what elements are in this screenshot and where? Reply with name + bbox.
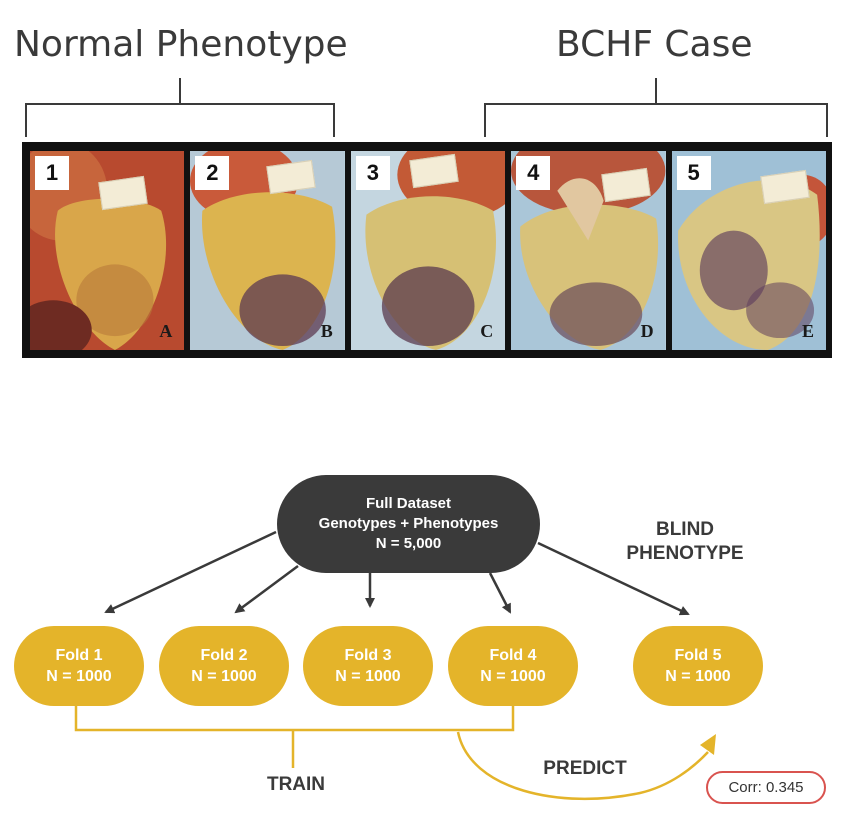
heart-panel-1: 1 A bbox=[30, 151, 185, 350]
arrow-to-fold-1 bbox=[104, 530, 277, 614]
heart-panel-3: 3 C bbox=[350, 151, 506, 350]
fold-count: N = 1000 bbox=[191, 668, 257, 685]
arrow-to-fold-2 bbox=[234, 564, 299, 614]
heart-panel-4: 4 D bbox=[511, 151, 666, 350]
normal-phenotype-title: Normal Phenotype bbox=[14, 24, 348, 65]
panel-letter: E bbox=[802, 321, 815, 341]
fold-count: N = 1000 bbox=[665, 668, 731, 685]
fold-4-node: Fold 4 N = 1000 bbox=[448, 626, 578, 706]
train-bracket bbox=[74, 706, 515, 768]
arrow-to-fold-4 bbox=[488, 572, 512, 614]
fold-name: Fold 3 bbox=[344, 647, 392, 664]
predict-arrow bbox=[456, 731, 709, 801]
heart-panel-2: 2 B bbox=[190, 151, 345, 350]
fold-1-node: Fold 1 N = 1000 bbox=[14, 626, 144, 706]
fold-count: N = 1000 bbox=[480, 668, 546, 685]
predict-label: PREDICT bbox=[543, 758, 627, 779]
panel-number: 3 bbox=[355, 156, 390, 190]
fold-2-node: Fold 2 N = 1000 bbox=[159, 626, 289, 706]
fold-name: Fold 1 bbox=[55, 647, 103, 664]
correlation-badge: Corr: 0.345 bbox=[706, 771, 826, 804]
fold-count: N = 1000 bbox=[46, 668, 112, 685]
bchf-case-title: BCHF Case bbox=[556, 24, 753, 65]
dataset-subtitle: Genotypes + Phenotypes bbox=[318, 515, 499, 532]
panel-number: 5 bbox=[676, 156, 711, 190]
dataset-count: N = 5,000 bbox=[375, 535, 442, 552]
fold-3-node: Fold 3 N = 1000 bbox=[303, 626, 433, 706]
blind-phenotype-label: BLIND PHENOTYPE bbox=[600, 518, 770, 566]
fold-5-node: Fold 5 N = 1000 bbox=[633, 626, 763, 706]
heart-panel-5: 5 E bbox=[671, 151, 827, 350]
full-dataset-node: Full Dataset Genotypes + Phenotypes N = … bbox=[277, 475, 540, 573]
predict-arrowhead bbox=[700, 734, 716, 755]
dataset-title: Full Dataset bbox=[365, 495, 452, 512]
train-label: TRAIN bbox=[266, 774, 326, 795]
blind-label-line-1: BLIND bbox=[655, 519, 715, 540]
panel-number: 1 bbox=[35, 156, 69, 190]
fold-name: Fold 2 bbox=[200, 647, 248, 664]
bchf-bracket bbox=[484, 78, 828, 137]
fold-count: N = 1000 bbox=[335, 668, 401, 685]
panel-number: 4 bbox=[516, 156, 551, 190]
blind-label-line-2: PHENOTYPE bbox=[626, 543, 744, 564]
arrow-to-fold-5 bbox=[537, 541, 690, 616]
panel-letter: C bbox=[480, 321, 494, 341]
heart-photo-strip: 1 A 2 B 3 C 4 D bbox=[22, 142, 832, 358]
normal-bracket bbox=[25, 78, 335, 137]
fold-name: Fold 4 bbox=[489, 647, 537, 664]
panel-letter: A bbox=[159, 321, 173, 341]
panel-letter: B bbox=[320, 321, 333, 341]
panel-letter: D bbox=[640, 321, 654, 341]
panel-number: 2 bbox=[195, 156, 230, 190]
fold-name: Fold 5 bbox=[674, 647, 722, 664]
